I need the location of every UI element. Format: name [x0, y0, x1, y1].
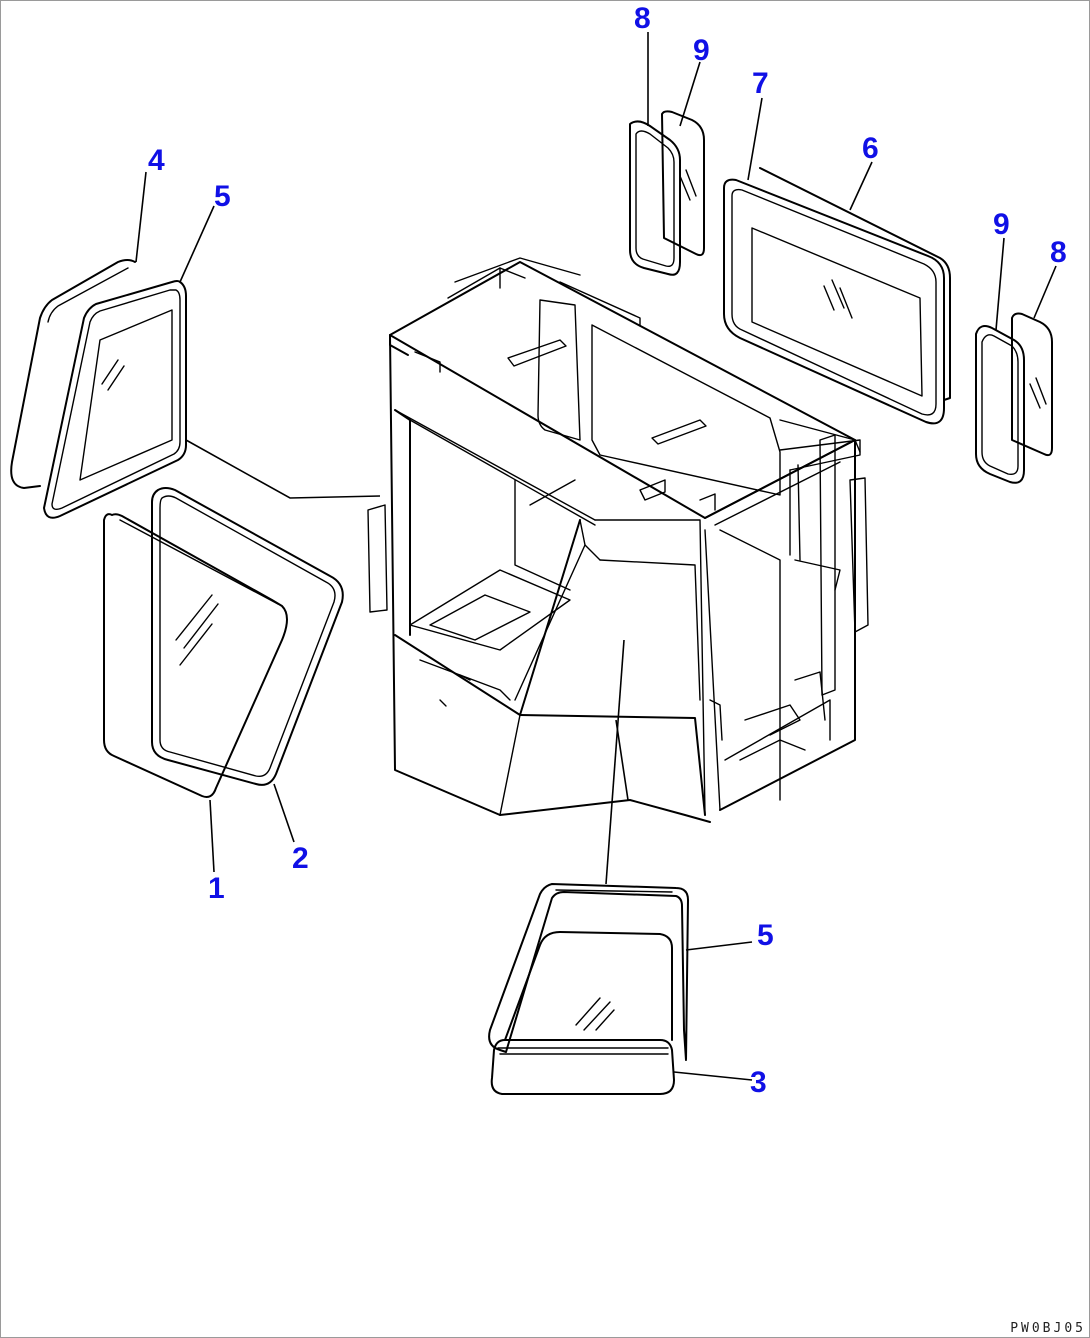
- part-8-right-glass: [1011, 312, 1053, 457]
- part-6-rear-glass: [759, 167, 951, 401]
- part-5-upper-left-seal: [43, 280, 187, 519]
- callout-numbers: 8 9 7 6 9 8 4 5 1 2 5 3: [148, 2, 1067, 1099]
- drawing-code: PW0BJ05: [1010, 1321, 1086, 1336]
- callout-8-right: 8: [1050, 236, 1067, 269]
- callout-leaders: [135, 32, 1057, 1081]
- callout-7: 7: [752, 67, 769, 100]
- part-8-upper-seal: [629, 120, 681, 276]
- callout-9-right: 9: [993, 208, 1010, 241]
- callout-5-left: 5: [214, 180, 231, 213]
- part-9-right-seal: [975, 325, 1025, 484]
- part-3-front-glass: [490, 931, 675, 1095]
- callout-6: 6: [862, 132, 879, 165]
- callout-3: 3: [750, 1066, 767, 1099]
- callout-8-upper: 8: [634, 2, 651, 35]
- cab-body: [367, 257, 869, 823]
- callout-2: 2: [292, 842, 309, 875]
- part-1-front-left-glass: [103, 513, 288, 798]
- part-5-front-seal: [488, 883, 689, 1061]
- callout-5-front: 5: [757, 919, 774, 952]
- part-9-upper-glass: [661, 110, 705, 257]
- part-7-rear-seal: [723, 178, 945, 425]
- callout-9-upper: 9: [693, 34, 710, 67]
- callout-4: 4: [148, 144, 165, 177]
- part-2-front-left-seal: [151, 487, 344, 786]
- part-4-upper-left-glass: [10, 259, 136, 489]
- callout-1: 1: [208, 872, 225, 905]
- assembly-lines: [185, 439, 629, 885]
